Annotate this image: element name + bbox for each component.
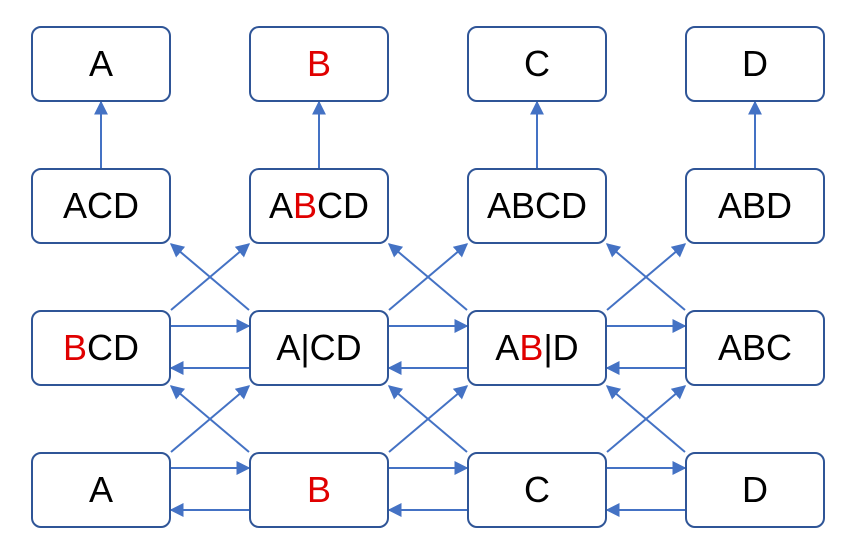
node-box: ABD — [685, 168, 825, 244]
node-label-segment: A — [88, 43, 113, 84]
node-box: D — [685, 452, 825, 528]
node-box: ABCD — [467, 168, 607, 244]
node-box: A — [31, 452, 171, 528]
edge-arrow — [169, 243, 250, 311]
node-label-segment: ACD — [62, 185, 139, 226]
node-label-segment: B — [293, 185, 318, 226]
node-label-segment: B — [306, 469, 331, 510]
node-label-segment: ABC — [717, 327, 793, 368]
node-box: A|CD — [249, 310, 389, 386]
node-label-segment: ABD — [717, 185, 793, 226]
node-label-segment: C — [524, 43, 550, 84]
node-label-segment: ABCD — [486, 185, 588, 226]
node-label-segment: |D — [543, 327, 579, 368]
node-box: ABC — [685, 310, 825, 386]
edge-arrow — [387, 385, 468, 453]
edge-arrow — [605, 385, 686, 453]
edge-arrow — [387, 243, 468, 311]
node-label-segment: D — [742, 43, 768, 84]
node-label-segment: D — [742, 469, 768, 510]
edge-arrow — [605, 243, 686, 311]
node-box: C — [467, 452, 607, 528]
node-label-segment: B — [62, 327, 87, 368]
node-box: D — [685, 26, 825, 102]
node-label-segment: C — [524, 469, 550, 510]
node-box: ACD — [31, 168, 171, 244]
node-label-segment: CD — [87, 327, 139, 368]
node-box: B — [249, 26, 389, 102]
node-label-segment: A — [268, 185, 293, 226]
node-label-segment: A — [88, 469, 113, 510]
node-box: C — [467, 26, 607, 102]
edge-arrow — [169, 385, 250, 453]
node-label-segment: B — [519, 327, 544, 368]
node-label-segment: CD — [317, 185, 370, 226]
node-label-segment: A|CD — [276, 327, 362, 368]
node-box: A — [31, 26, 171, 102]
node-box: B — [249, 452, 389, 528]
node-label-segment: B — [306, 43, 331, 84]
node-label-segment: A — [495, 327, 520, 368]
